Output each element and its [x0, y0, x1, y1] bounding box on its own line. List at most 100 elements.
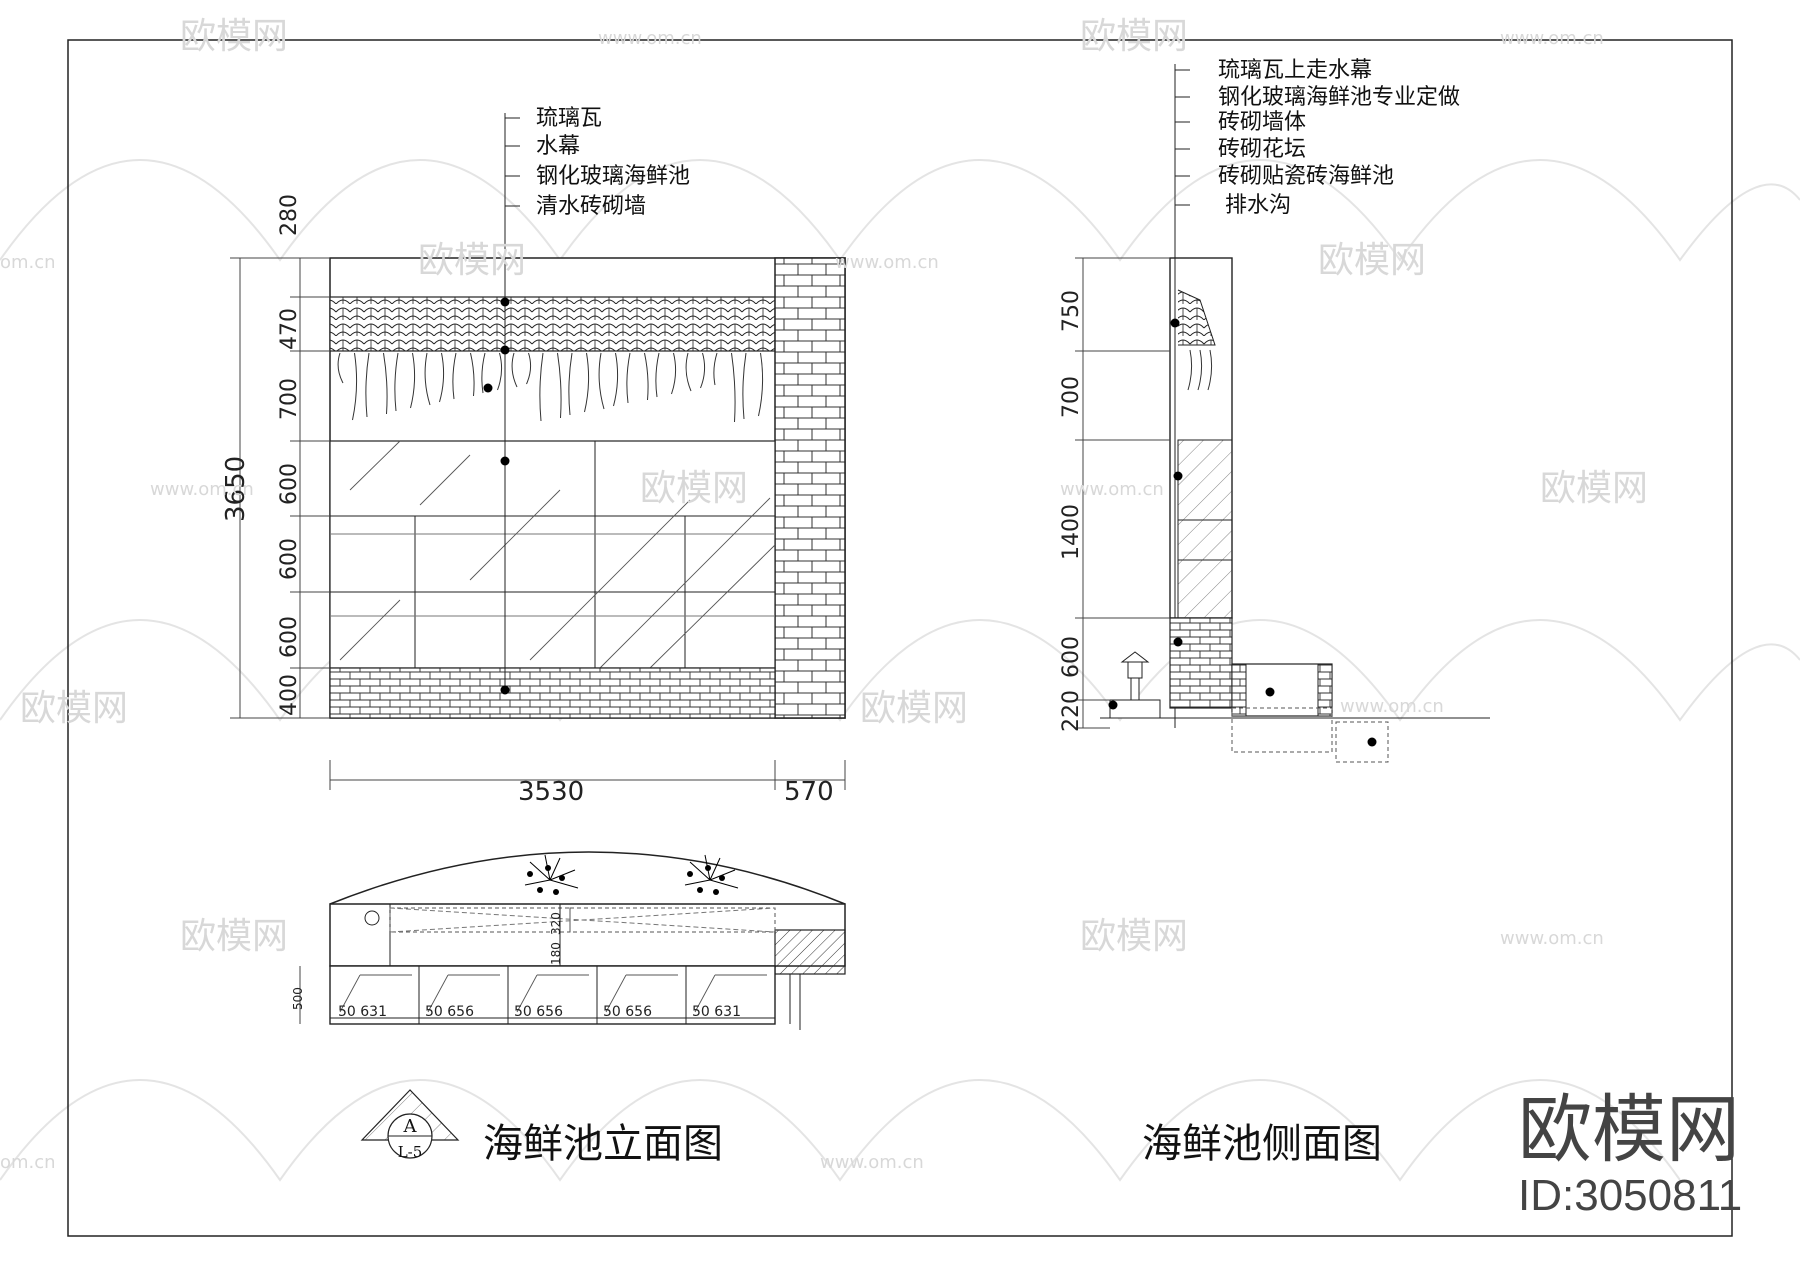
elev-dim-600c: 600	[277, 616, 302, 658]
stone-lantern-icon	[1109, 651, 1161, 719]
water-strand	[439, 352, 445, 403]
plan-dim-180: 180	[549, 942, 563, 965]
plant-icon	[524, 854, 739, 889]
water-strand	[410, 352, 416, 409]
water-strand	[557, 352, 562, 419]
water-strand	[352, 352, 358, 421]
elevation-title: 海鲜池立面图	[483, 1121, 723, 1167]
elev-dim-280: 280	[277, 194, 302, 236]
side-view: 琉璃瓦上走水幕 钢化玻璃海鲜池专业定做 砖砌墙体 砖砌花坛 砖砌贴瓷砖海鲜池 排…	[1059, 58, 1490, 763]
plan-cell-2: 50 656	[425, 1004, 474, 1020]
elevation-label-wall: 清水砖砌墙	[536, 194, 646, 219]
plan-view: 500 320 180 50 631 50 656 50 656 50 656 …	[291, 851, 846, 1030]
watermark-url-3: om.cn	[0, 252, 56, 273]
plan-cell-5: 50 631	[692, 1004, 741, 1020]
watermark-cn-8: 欧模网	[860, 688, 968, 729]
glass-tank	[329, 440, 776, 669]
water-strand	[365, 352, 370, 418]
elevation-label-tile: 琉璃瓦	[536, 106, 602, 131]
plan-dim-500: 500	[291, 987, 305, 1010]
side-dim-700: 700	[1059, 376, 1084, 418]
water-strand	[568, 352, 573, 416]
water-strand	[742, 352, 747, 420]
watermark-url-2: www.om.cn	[1500, 28, 1604, 49]
elev-dim-470: 470	[277, 308, 302, 350]
plan-cell-4: 50 656	[603, 1004, 652, 1020]
elev-dim-400: 400	[277, 674, 302, 716]
water-strand	[644, 352, 649, 401]
water-strand	[481, 352, 486, 394]
water-strand	[526, 352, 532, 385]
water-strand	[470, 352, 475, 397]
elev-dim-600a: 600	[277, 463, 302, 505]
water-strand	[655, 352, 660, 398]
watermark-cn-2: 欧模网	[1080, 16, 1188, 57]
section-symbol: A L-5	[360, 1089, 460, 1161]
water-strand	[539, 352, 544, 422]
water-strand	[626, 352, 631, 404]
side-dim-1400: 1400	[1059, 504, 1084, 560]
watermark-layer	[0, 159, 1800, 1182]
watermark-texts: 欧模网 欧模网 www.om.cn www.om.cn 欧模网 欧模网 om.c…	[0, 16, 1648, 1173]
water-strand	[613, 352, 619, 407]
water-strand	[700, 352, 706, 389]
water-curtain	[337, 352, 764, 423]
side-dim-600: 600	[1059, 636, 1084, 678]
water-strand	[337, 352, 344, 384]
watermark-url-10: www.om.cn	[820, 1152, 924, 1173]
elevation-view: 琉璃瓦 水幕 钢化玻璃海鲜池 清水砖砌墙 280 470 700 600 600…	[221, 106, 846, 807]
plan-cell-1: 50 631	[338, 1004, 387, 1020]
side-label-6: 排水沟	[1225, 193, 1291, 218]
side-label-5: 砖砌贴瓷砖海鲜池	[1218, 164, 1394, 189]
sheet-frame	[67, 39, 1733, 1237]
water-strand	[758, 352, 764, 417]
side-label-2: 钢化玻璃海鲜池专业定做	[1218, 85, 1460, 110]
plan-cell-3: 50 656	[514, 1004, 563, 1020]
watermark-url-9: om.cn	[0, 1152, 56, 1173]
elev-dim-570: 570	[784, 777, 834, 807]
water-strand	[685, 352, 692, 392]
glazed-tile-band	[329, 296, 776, 352]
side-title: 海鲜池侧面图	[1142, 1121, 1382, 1167]
brick-base	[329, 667, 776, 719]
watermark-cn-7: 欧模网	[20, 688, 128, 729]
side-label-4: 砖砌花坛	[1218, 137, 1306, 162]
water-strand	[731, 352, 736, 423]
brand-logo: 欧模网	[1518, 1088, 1740, 1171]
water-strand	[713, 352, 718, 386]
watermark-url-1: www.om.cn	[598, 28, 702, 49]
watermark-url-6: www.om.cn	[1060, 479, 1164, 500]
water-strand	[394, 352, 399, 412]
watermark-url-5: www.om.cn	[150, 479, 254, 500]
symbol-bottom: L-5	[398, 1143, 423, 1161]
water-strand	[383, 352, 388, 415]
watermark-cn-10: 欧模网	[1080, 916, 1188, 957]
water-strand	[424, 352, 431, 406]
watermark-cn-6: 欧模网	[1540, 468, 1648, 509]
watermark-url-8: www.om.cn	[1500, 928, 1604, 949]
symbol-top: A	[403, 1116, 418, 1137]
side-dim-220: 220	[1059, 690, 1084, 732]
brick-column	[774, 257, 846, 719]
water-strand	[671, 352, 677, 395]
elev-dim-600b: 600	[277, 538, 302, 580]
watermark-cn-3: 欧模网	[418, 240, 526, 281]
watermark-url-7: www.om.cn	[1340, 696, 1444, 717]
side-label-3: 砖砌墙体	[1218, 110, 1306, 135]
water-strand	[584, 352, 590, 413]
side-dim-750: 750	[1059, 290, 1084, 332]
brand-id: ID:3050811	[1518, 1171, 1742, 1220]
elev-dim-3530: 3530	[518, 777, 584, 807]
water-strand	[452, 352, 457, 400]
elevation-label-glass: 钢化玻璃海鲜池	[536, 164, 690, 189]
elevation-label-curtain: 水幕	[536, 134, 580, 159]
plan-dim-320: 320	[549, 912, 563, 935]
watermark-url-4: www.om.cn	[835, 252, 939, 273]
watermark-cn-4: 欧模网	[1318, 240, 1426, 281]
watermark-cn-1: 欧模网	[180, 16, 288, 57]
elev-dim-total: 3650	[221, 456, 251, 522]
water-strand	[511, 352, 518, 388]
watermark-cn-5: 欧模网	[640, 468, 748, 509]
water-strand	[497, 352, 503, 391]
